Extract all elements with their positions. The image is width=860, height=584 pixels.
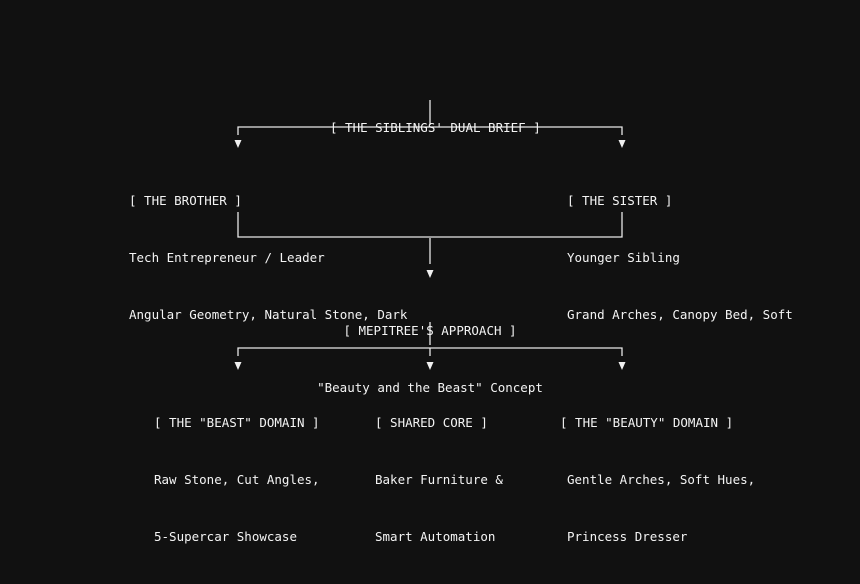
arrow-to-approach xyxy=(426,270,434,278)
node-core-label: [ SHARED CORE ] xyxy=(375,415,488,430)
node-beauty-line2: Princess Dresser xyxy=(567,529,688,544)
node-core-line2: Smart Automation xyxy=(375,529,496,544)
node-beauty: [ THE "BEAUTY" DOMAIN ] Gentle Arches, S… xyxy=(560,375,755,584)
node-root-label: [ THE SIBLINGS' DUAL BRIEF ] xyxy=(330,120,541,135)
node-approach-line1: "Beauty and the Beast" Concept xyxy=(317,380,543,395)
top-split-bar xyxy=(237,126,623,135)
node-beast-line1: Raw Stone, Cut Angles, xyxy=(154,472,320,487)
node-core-line1: Baker Furniture & xyxy=(375,472,503,487)
node-root: [ THE SIBLINGS' DUAL BRIEF ] xyxy=(330,80,541,175)
node-approach-label: [ MEPITREE'S APPROACH ] xyxy=(343,323,517,338)
node-sister-line2: Grand Arches, Canopy Bed, Soft xyxy=(567,307,793,322)
node-sister: [ THE SISTER ] Younger Sibling Grand Arc… xyxy=(567,153,793,362)
arrow-to-brother xyxy=(234,140,242,148)
arrow-to-beast xyxy=(234,362,242,370)
node-beast-label: [ THE "BEAST" DOMAIN ] xyxy=(154,415,320,430)
arrow-to-sister xyxy=(618,140,626,148)
arrow-to-core xyxy=(426,362,434,370)
merge-bar xyxy=(237,212,623,238)
node-beauty-label: [ THE "BEAUTY" DOMAIN ] xyxy=(560,415,734,430)
node-brother: [ THE BROTHER ] Tech Entrepreneur / Lead… xyxy=(129,153,407,362)
node-approach: [ MEPITREE'S APPROACH ] "Beauty and the … xyxy=(280,283,580,435)
node-brother-line2: Angular Geometry, Natural Stone, Dark xyxy=(129,307,408,322)
node-beast-line2: 5-Supercar Showcase xyxy=(154,529,297,544)
node-brother-line1: Tech Entrepreneur / Leader xyxy=(129,250,325,265)
node-sister-line1: Younger Sibling xyxy=(567,250,680,265)
node-beauty-line1: Gentle Arches, Soft Hues, xyxy=(567,472,756,487)
arrow-to-beauty xyxy=(618,362,626,370)
node-core: [ SHARED CORE ] Baker Furniture & Smart … xyxy=(375,375,503,584)
node-brother-label: [ THE BROTHER ] xyxy=(129,193,242,208)
connector-lines xyxy=(234,100,626,370)
node-beast: [ THE "BEAST" DOMAIN ] Raw Stone, Cut An… xyxy=(154,375,320,584)
flow-diagram: [ THE SIBLINGS' DUAL BRIEF ] [ THE BROTH… xyxy=(129,80,793,544)
node-sister-label: [ THE SISTER ] xyxy=(567,193,673,208)
